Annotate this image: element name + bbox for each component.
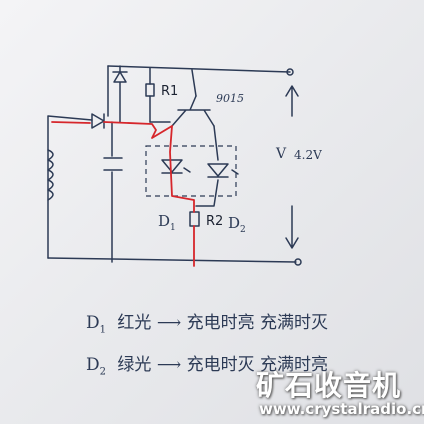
led-light-arrows-icon <box>183 167 239 175</box>
coil-inductor-icon <box>47 149 54 201</box>
note1-sub: 1 <box>99 324 107 336</box>
watermark-url: www.crystalradio.cn <box>259 400 424 418</box>
note-line-2: D2 绿光 ⟶ 充电时灭 充满时亮 <box>86 350 328 377</box>
positive-terminal <box>286 68 294 76</box>
transistor-label: 9015 <box>216 92 244 105</box>
r2-label: R2 <box>206 214 224 229</box>
voltage-up-arrow-icon <box>285 85 299 117</box>
note1-text: 红光 ⟶ 充电时亮 充满时灭 <box>117 313 329 333</box>
current-path-highlight <box>51 121 195 267</box>
r2-resistor-icon <box>189 211 200 227</box>
d2-led-icon <box>207 163 229 178</box>
note-line-1: D1 红光 ⟶ 充电时亮 充满时灭 <box>86 308 328 335</box>
transistor-icon <box>171 95 215 127</box>
d1-led-icon <box>161 159 183 174</box>
voltage-v-label: V <box>276 146 287 162</box>
coil-frame-wire <box>47 115 93 259</box>
d2-branch-wire <box>195 125 219 207</box>
d2-label: D2 <box>228 214 246 235</box>
d1-subscript: 1 <box>170 223 176 233</box>
watermark-title: 矿石收音机 <box>256 369 402 402</box>
bottom-rail-wire <box>47 257 297 263</box>
d1-label: D1 <box>158 212 176 233</box>
top-diode-icon <box>112 65 128 123</box>
led-dashed-box <box>145 145 237 197</box>
top-rail-wire <box>107 65 291 73</box>
d2-letter: D <box>228 214 241 232</box>
note1-d: D <box>86 313 100 333</box>
negative-terminal <box>294 258 302 266</box>
emitter-wire <box>191 69 197 97</box>
voltage-value-label: 4.2V <box>294 148 322 162</box>
note2-sub: 2 <box>99 366 107 378</box>
r1-resistor-icon <box>145 83 155 97</box>
note2-text: 绿光 ⟶ 充电时灭 充满时亮 <box>117 355 329 375</box>
d2-subscript: 2 <box>240 225 246 235</box>
voltage-down-arrow-icon <box>285 205 299 249</box>
capacitor-icon <box>103 157 123 171</box>
input-diode-icon <box>91 113 105 129</box>
d1-letter: D <box>158 212 171 230</box>
r1-label: R1 <box>161 84 179 99</box>
note2-d: D <box>86 355 100 375</box>
